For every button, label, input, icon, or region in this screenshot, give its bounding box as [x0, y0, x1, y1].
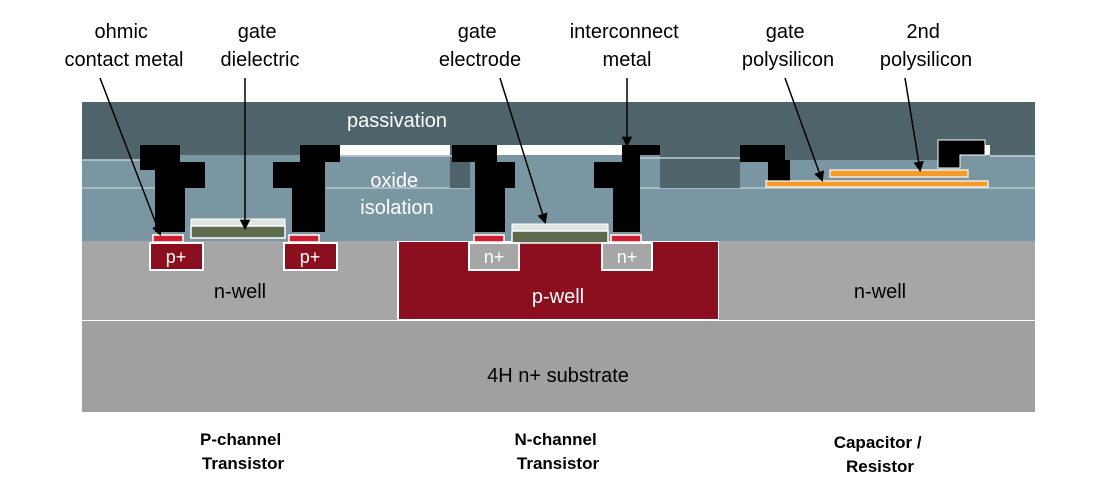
- capacitor-resistor-device-label: Capacitor / Resistor: [834, 433, 927, 476]
- n-well-left-label: n-well: [214, 281, 266, 303]
- p-plus-right-label: p+: [300, 247, 321, 267]
- n-plus-left-region: [468, 242, 520, 271]
- ohmic-contact-right-n: [610, 234, 642, 243]
- n-plus-right-region: [601, 242, 653, 271]
- interconnect-metal-p-right: [273, 145, 340, 232]
- gate-dielectric-p: [190, 225, 286, 239]
- ohmic-contact-metal-label: ohmic contact metal: [65, 21, 184, 71]
- gate-dielectric-label: gate dielectric: [221, 21, 300, 71]
- passivation-layer: [82, 102, 1035, 188]
- gate-electrode-label: gate electrode: [439, 21, 521, 71]
- gate-polysilicon-label: gate polysilicon: [742, 21, 834, 71]
- p-plus-right-region: [283, 242, 338, 271]
- p-plus-left-label: p+: [166, 247, 187, 267]
- second-polysilicon-label: 2nd polysilicon: [880, 21, 972, 71]
- p-channel-device-label: P-channel Transistor: [200, 430, 286, 473]
- substrate-label: 4H n+ substrate: [487, 365, 629, 387]
- interconnect-metal-p-left: [140, 145, 205, 232]
- interconnect-metal-n-left: [452, 145, 515, 232]
- n-channel-device-label: N-channel Transistor: [515, 430, 602, 473]
- ohmic-contact-leader-arrow: [99, 77, 162, 236]
- second-polysilicon-layer: [829, 169, 969, 178]
- gate-polysilicon-leader-arrow: [784, 77, 825, 182]
- interconnect-metal-cap-right: [937, 139, 986, 169]
- n-plus-right-label: n+: [617, 247, 638, 267]
- passivation-label: passivation: [347, 110, 447, 132]
- interconnect-metal-n-right: [594, 145, 660, 232]
- p-well-label: p-well: [532, 286, 584, 308]
- oxide-isolation-label: oxide isolation: [360, 170, 433, 219]
- gate-dielectric-n: [511, 230, 609, 244]
- substrate-layer: [82, 320, 1035, 412]
- gate-polysilicon-layer: [765, 180, 989, 188]
- gate-electrode-leader-arrow: [499, 77, 548, 225]
- ohmic-contact-right-p: [288, 234, 320, 243]
- second-polysilicon-leader-arrow: [904, 77, 924, 173]
- interconnect-metal-label: interconnect metal: [570, 21, 685, 71]
- ohmic-contact-left-n: [473, 234, 505, 243]
- n-plus-left-label: n+: [484, 247, 505, 267]
- n-well-right-region: [719, 241, 1035, 320]
- interconnect-metal-cap-left: [740, 145, 790, 182]
- p-well-region: [397, 240, 720, 321]
- ohmic-contact-left-p: [152, 234, 184, 243]
- n-well-right-label: n-well: [854, 281, 906, 303]
- p-plus-left-region: [149, 242, 204, 271]
- n-well-left-region: [82, 241, 398, 320]
